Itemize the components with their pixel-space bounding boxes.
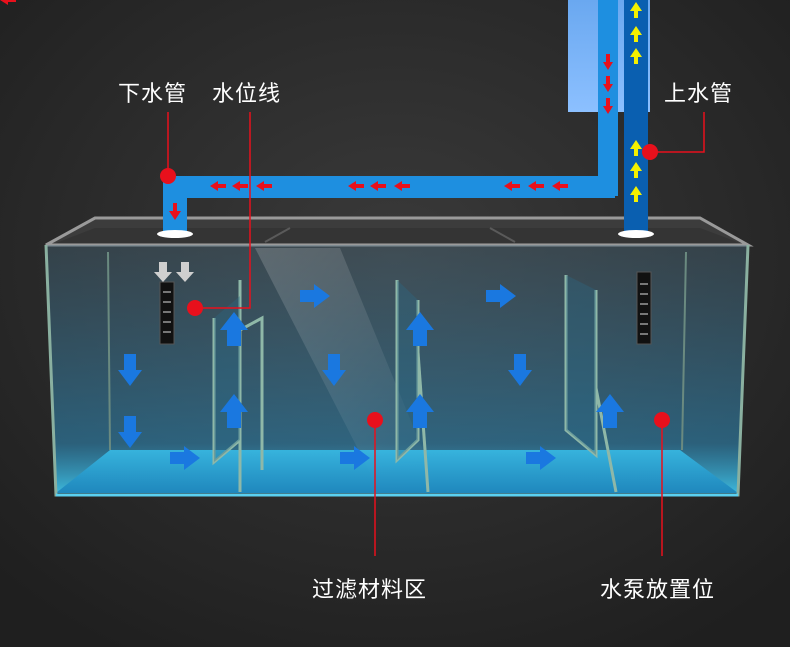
red-marker-dot	[160, 144, 670, 428]
pipe-flow-arrows	[0, 0, 613, 220]
level-gauge-icon	[159, 271, 652, 345]
outlet-pipe-label: 下水管	[118, 82, 188, 107]
partition-panels	[212, 275, 618, 493]
callout-lines	[167, 112, 705, 556]
flow-arrow-icon	[118, 284, 624, 470]
water-line-label: 水位线	[212, 82, 282, 107]
inlet-up-arrows	[630, 2, 642, 202]
tank-lid-inner	[56, 228, 740, 243]
filter-zone-label: 过滤材料区	[312, 578, 428, 603]
inlet-pipe-label: 上水管	[664, 82, 734, 107]
outlet-pipe	[157, 176, 615, 238]
pump-position-label: 水泵放置位	[600, 578, 716, 603]
tank-floor-water	[56, 450, 738, 493]
